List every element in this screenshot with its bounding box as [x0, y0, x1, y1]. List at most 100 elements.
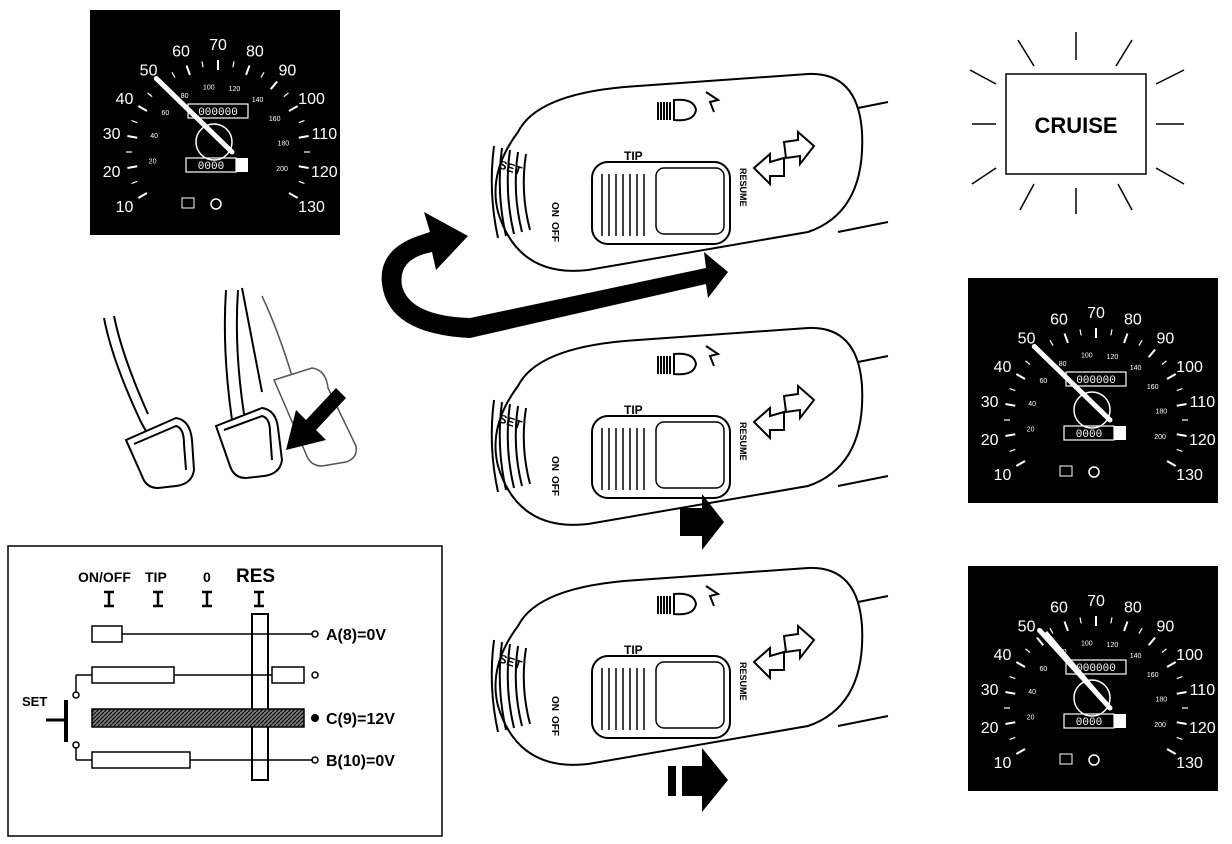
headlight-beam-icon [657, 345, 721, 376]
gauge-tick [127, 135, 138, 139]
turn-left-arrow-icon [752, 151, 785, 187]
gauge-tick [201, 61, 204, 68]
brake-pedal [214, 287, 284, 480]
gauge-tick [1009, 675, 1016, 680]
gauge-tick [1009, 448, 1016, 453]
off-label: OFF [549, 716, 560, 736]
gauge-tick [1005, 433, 1016, 437]
gauge-kmh-label: 120 [229, 86, 241, 93]
unit-marking-icon [1059, 753, 1073, 765]
tip-switch-window [655, 421, 725, 489]
position-label-res: RES [236, 566, 275, 587]
tip-switch-window [655, 167, 725, 235]
gauge-kmh-label: 180 [277, 140, 289, 147]
off-label: OFF [549, 476, 560, 496]
gauge-mph-label: 70 [1087, 305, 1105, 322]
clutch-pedal [103, 315, 196, 490]
gauge-tick [127, 165, 138, 169]
gauge-kmh-label: 120 [1107, 354, 1119, 361]
gauge-tick [185, 65, 191, 76]
gauge-tick [1005, 691, 1016, 695]
press-arrow-icon [286, 388, 346, 450]
odometer-digits: 000000 [198, 107, 238, 119]
gauge-tick [137, 192, 148, 199]
gauge-tick [1123, 333, 1129, 344]
gauge-tick [1009, 736, 1016, 741]
cruise-lamp-box [1005, 73, 1147, 175]
gauge-tick [1147, 636, 1156, 646]
gauge-tick [1005, 721, 1016, 725]
gauge-tick [1063, 333, 1069, 344]
gauge-mph-label: 60 [1050, 600, 1068, 617]
gauge-mph-label: 20 [981, 432, 999, 449]
gauge-tick [1123, 621, 1129, 632]
gauge-tick [1036, 636, 1045, 646]
gauge-kmh-label: 160 [1147, 672, 1159, 679]
gauge-tick [1176, 691, 1187, 695]
set-end-button[interactable] [490, 639, 531, 733]
gauge-mph-label: 80 [1124, 312, 1142, 329]
gauge-mph-label: 120 [311, 164, 338, 181]
set-switch-icon [46, 674, 92, 761]
gauge-tick [1166, 748, 1177, 755]
gauge-mph-label: 90 [1157, 618, 1175, 635]
gauge-mph-label: 120 [1189, 720, 1216, 737]
gauge-kmh-label: 200 [276, 166, 288, 173]
output-c-label: C(9)=12V [326, 711, 395, 728]
gauge-mph-label: 90 [1157, 330, 1175, 347]
pedals-illustration [103, 287, 358, 490]
gauge-kmh-label: 20 [149, 159, 157, 166]
headlight-beam-icon [657, 91, 721, 122]
gauge-tick [260, 72, 265, 78]
gauge-kmh-label: 100 [1081, 641, 1093, 648]
gauge-mph-label: 110 [312, 126, 338, 143]
on-label: ON [549, 202, 560, 217]
tap-arrow-icon [680, 494, 724, 550]
gauge-tick [1015, 661, 1026, 668]
gauge-tick [1176, 433, 1187, 437]
gauge-mph-label: 80 [1124, 600, 1142, 617]
turn-right-arrow-icon [782, 383, 816, 421]
trip-reset-knob [236, 158, 248, 172]
unit-marking-icon [1059, 465, 1073, 477]
set-end-button[interactable] [490, 145, 531, 239]
gauge-kmh-label: 60 [1040, 666, 1048, 673]
gauge-tick [288, 192, 299, 199]
gauge-tick [1138, 628, 1143, 634]
gauge-mph-label: 90 [279, 62, 297, 79]
gauge-mph-label: 50 [1018, 330, 1036, 347]
gauge-tick [1063, 621, 1069, 632]
gauge-tick [298, 165, 309, 169]
gauge-kmh-label: 140 [252, 97, 264, 104]
gauge-mph-label: 110 [1190, 394, 1216, 411]
gauge-tick [245, 65, 251, 76]
resume-label: RESUME [738, 662, 748, 701]
gauge-tick [1166, 460, 1177, 467]
tip-switch-window [655, 661, 725, 729]
contact-upper-right [271, 666, 305, 684]
gauge-tick [1176, 736, 1183, 741]
gauge-mph-label: 130 [1176, 467, 1203, 484]
contact-slider-bar [251, 613, 269, 781]
gauge-tick [1176, 387, 1183, 392]
gauge-tick [1015, 373, 1026, 380]
indicator-light-icon [1088, 754, 1100, 766]
gauge-mph-label: 10 [994, 467, 1012, 484]
position-label-zero: 0 [203, 569, 211, 585]
gauge-mph-label: 100 [1176, 359, 1203, 376]
gauge-mph-label: 40 [116, 91, 134, 108]
gauge-mph-label: 50 [1018, 618, 1036, 635]
gauge-tick [288, 105, 299, 112]
contact-b [91, 751, 191, 769]
gauge-tick [147, 92, 153, 98]
gauge-tick [1025, 360, 1031, 366]
gauge-kmh-label: 160 [1147, 384, 1159, 391]
speed-needle [1037, 627, 1113, 711]
gauge-mph-label: 110 [1190, 682, 1216, 699]
set-switch-label: SET [22, 694, 47, 709]
gauge-tick [1176, 721, 1187, 725]
set-end-button[interactable] [490, 399, 531, 493]
tip-label: TIP [624, 643, 643, 657]
gauge-mph-label: 30 [103, 126, 121, 143]
